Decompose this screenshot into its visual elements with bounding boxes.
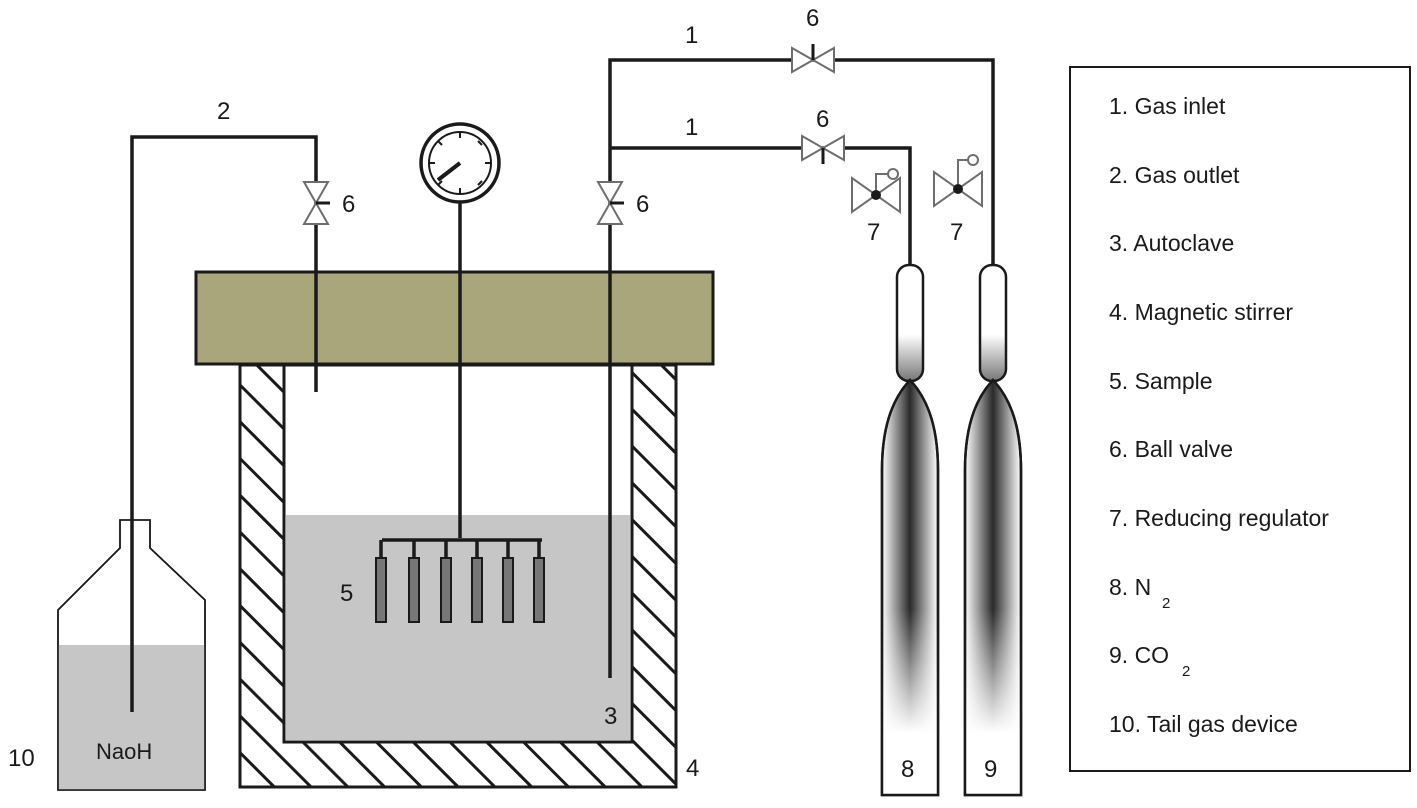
label-gas-inlet-lower: 1 bbox=[685, 114, 698, 141]
sample-tube bbox=[408, 557, 420, 623]
reducing-regulator-n2-icon bbox=[851, 168, 901, 214]
label-stirrer: 4 bbox=[686, 755, 699, 782]
label-regulator-n2: 7 bbox=[867, 219, 880, 246]
label-gas-outlet: 2 bbox=[217, 98, 230, 125]
label-valve-inlet: 6 bbox=[636, 191, 649, 218]
n2-cylinder bbox=[880, 263, 940, 797]
ball-valve-outlet-icon bbox=[302, 181, 330, 225]
ball-valve-top-n2-icon bbox=[801, 134, 845, 164]
legend: 1. Gas inlet 2. Gas outlet 3. Autoclave … bbox=[1069, 66, 1411, 772]
label-cylinder-n2: 8 bbox=[901, 756, 914, 783]
legend-subscript: 2 bbox=[1182, 663, 1190, 680]
legend-item: 4. Magnetic stirrer bbox=[1109, 299, 1293, 325]
reducing-regulator-co2-icon bbox=[933, 154, 983, 208]
legend-item: 3. Autoclave bbox=[1109, 230, 1234, 256]
label-sample: 5 bbox=[340, 580, 353, 607]
ball-valve-inlet-icon bbox=[596, 181, 624, 225]
sample-tube bbox=[375, 557, 387, 623]
sample-tube bbox=[471, 557, 483, 623]
gauge-stem bbox=[382, 196, 542, 542]
label-valve-top-co2: 6 bbox=[806, 5, 819, 32]
pressure-gauge-icon bbox=[419, 122, 501, 204]
sample-tube bbox=[533, 557, 545, 623]
autoclave-liquid bbox=[286, 515, 630, 740]
label-valve-top-n2: 6 bbox=[816, 106, 829, 133]
legend-item: 1. Gas inlet bbox=[1109, 93, 1226, 119]
gas-outlet-pipe bbox=[130, 135, 318, 712]
legend-item: 6. Ball valve bbox=[1109, 436, 1233, 462]
label-tail-gas: 10 bbox=[8, 745, 35, 772]
legend-item: 7. Reducing regulator bbox=[1109, 505, 1329, 531]
ball-valve-top-co2-icon bbox=[791, 44, 835, 74]
label-gas-inlet-upper: 1 bbox=[685, 22, 698, 49]
label-autoclave: 3 bbox=[604, 703, 617, 730]
autoclave-vessel bbox=[238, 363, 678, 789]
legend-subscript: 2 bbox=[1162, 595, 1170, 612]
label-naoh: NaoH bbox=[96, 739, 152, 764]
label-regulator-co2: 7 bbox=[950, 219, 963, 246]
sample-tube bbox=[440, 557, 452, 623]
label-valve-outlet: 6 bbox=[342, 191, 355, 218]
sample-holders bbox=[375, 540, 545, 623]
legend-item: 8. N bbox=[1109, 574, 1151, 600]
label-cylinder-co2: 9 bbox=[984, 756, 997, 783]
legend-item: 5. Sample bbox=[1109, 368, 1213, 394]
legend-item: 2. Gas outlet bbox=[1109, 162, 1240, 188]
sample-tube bbox=[502, 557, 514, 623]
co2-cylinder bbox=[963, 263, 1023, 797]
legend-item: 10. Tail gas device bbox=[1109, 711, 1298, 737]
legend-item: 9. CO bbox=[1109, 642, 1169, 668]
autoclave-lid bbox=[194, 270, 715, 366]
